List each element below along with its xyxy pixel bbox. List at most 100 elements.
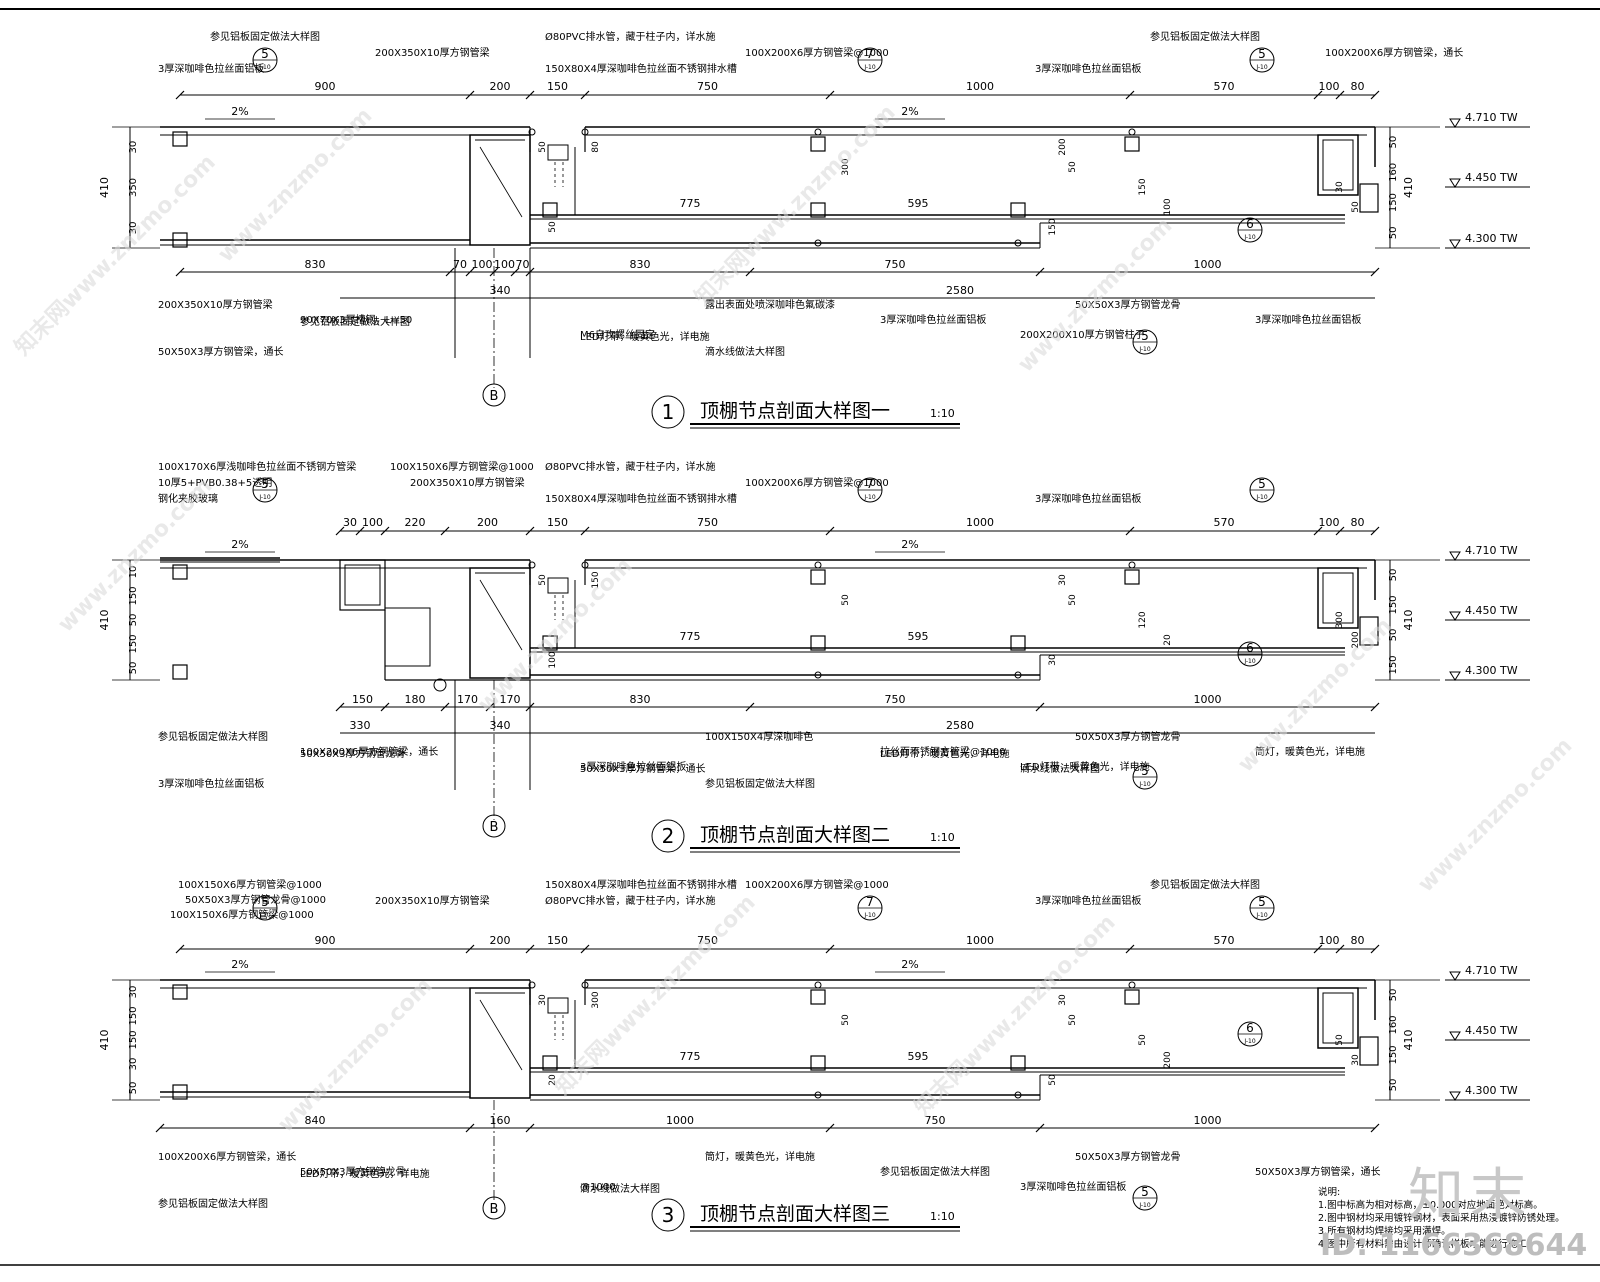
elevation-text: 4.450 TW — [1465, 171, 1518, 184]
dim-text: 900 — [315, 934, 336, 947]
callout-ref: J-10 — [1243, 658, 1256, 665]
detail-callout: 6J-10 — [1237, 217, 1263, 243]
dim-text: 30 — [1058, 994, 1068, 1006]
elevation-marker — [1449, 178, 1461, 188]
dim-tick — [1313, 90, 1323, 100]
dim-text: 30 — [1048, 654, 1058, 666]
dim-text: 160 — [490, 1114, 511, 1127]
callout-ref: J-10 — [863, 494, 876, 501]
dim-text: 410 — [98, 610, 111, 631]
annotation-label: 90X70X3厚槽钢，L=50 — [300, 313, 412, 326]
note-item: 1.图中标高为相对标高，±0.000对应地面绝对标高。 — [1318, 1200, 1543, 1211]
dim-tick — [440, 702, 450, 712]
section-scale: 1:10 — [930, 1210, 955, 1223]
dim-tick — [465, 90, 475, 100]
annotation-label: 100X150X6厚方钢管梁@1000 — [390, 460, 534, 473]
section-number: 2 — [662, 824, 675, 848]
bolt — [1014, 239, 1022, 247]
dim-text: 150 — [128, 1006, 139, 1025]
detail-callout: 5J-10 — [252, 477, 278, 503]
annotation-label: 露出表面处喷深咖啡色氟碳漆 — [705, 298, 835, 311]
dim-tick — [380, 526, 390, 536]
callout-number: 7 — [866, 47, 874, 61]
dim-tick — [745, 702, 755, 712]
site-watermark: www.znzmo.com — [1013, 213, 1177, 377]
dim-tick — [355, 526, 365, 536]
annotation-label: 3厚深咖啡色拉丝面铝板 — [1035, 492, 1141, 505]
tube-50x50 — [542, 202, 558, 218]
dim-text: 150 — [128, 1030, 139, 1049]
detail-callout: 5J-10 — [1132, 329, 1158, 355]
annotation-label: 50X50X3厚方钢管梁，通长 — [1255, 1165, 1381, 1178]
drip-detail — [1359, 616, 1379, 646]
annotation-label: 筒灯，暖黄色光，详电施 — [1255, 745, 1365, 758]
dim-tick — [510, 267, 520, 277]
dim-text: 150 — [591, 571, 601, 588]
callout-number: 5 — [1141, 764, 1149, 778]
general-notes: 说明: 1.图中标高为相对标高，±0.000对应地面绝对标高。 2.图中钢材均采… — [1318, 1186, 1598, 1251]
annotation-label: 150X80X4厚深咖啡色拉丝面不锈钢排水槽 — [545, 878, 737, 891]
dim-text: 340 — [490, 284, 511, 297]
dim-text: 50 — [1351, 201, 1361, 213]
annotation-label: LED灯带，暖黄色光，详电施 — [1020, 760, 1150, 773]
dim-text: 50 — [841, 1014, 851, 1026]
dim-text: 50 — [1048, 1074, 1058, 1086]
dim-tick — [1125, 90, 1135, 100]
note-item: 4.图中所有材料需由设计师确认样板才能进行施工。 — [1318, 1239, 1537, 1250]
tube-50x50 — [172, 664, 188, 680]
annotation-label: 参见铝板固定做法大样图 — [300, 315, 410, 328]
dim-text: 30 — [1335, 181, 1345, 193]
end-tube-inner — [1322, 139, 1354, 191]
dim-text: 180 — [405, 693, 426, 706]
tube-50x50 — [810, 989, 826, 1005]
dim-text: 220 — [405, 516, 426, 529]
grid-axis-bubble — [482, 814, 506, 838]
annotation-label: 100X200X6厚方钢管梁，通长 — [300, 745, 438, 758]
elevation-marker — [1449, 118, 1461, 128]
dim-text: 570 — [1214, 934, 1235, 947]
elevation-text: 4.710 TW — [1465, 544, 1518, 557]
annotation-label: 100X150X6厚方钢管梁@1000 — [170, 908, 314, 921]
annotation-label: 滴水线做法大样图 — [705, 345, 785, 358]
dim-tick — [175, 267, 185, 277]
annotation-label: M6自攻螺丝固定 — [580, 328, 655, 341]
bolt — [581, 561, 589, 569]
detail-callout: 5J-10 — [252, 895, 278, 921]
dim-text: 50 — [1388, 136, 1399, 149]
dim-text: 750 — [697, 934, 718, 947]
dim-text: 750 — [885, 258, 906, 271]
slope-text: 2% — [901, 958, 918, 971]
dim-text: 30 — [128, 1058, 139, 1071]
dim-tick — [335, 702, 345, 712]
dim-text: 1000 — [966, 80, 994, 93]
section-number-circle — [651, 395, 685, 429]
dim-tick — [825, 1123, 835, 1133]
detail-callout: 7J-10 — [857, 477, 883, 503]
steel-beam-200x350 — [469, 567, 531, 679]
dim-text: 30 — [128, 141, 139, 154]
callout-ref: J-10 — [258, 494, 271, 501]
annotation-label: 参见铝板固定做法大样图 — [1150, 30, 1260, 43]
callout-number: 5 — [261, 895, 269, 909]
callout-ref: J-10 — [863, 912, 876, 919]
callout-ref: J-10 — [258, 912, 271, 919]
annotation-label: LED灯带，暖黄色光，详电施 — [580, 330, 710, 343]
detail-callout: 5J-10 — [1249, 477, 1275, 503]
detail-callout: 5J-10 — [252, 47, 278, 73]
beam-diagonal — [479, 579, 523, 651]
annotation-label: Ø80PVC排水管，藏于柱子内，详水施 — [545, 460, 715, 473]
annotation-label: 50X50X3厚方钢管梁，通长 — [580, 762, 706, 775]
detail-callout: 7J-10 — [857, 895, 883, 921]
tube-50x50 — [172, 984, 188, 1000]
grid-axis-label: B — [490, 1202, 499, 1217]
tube-50x50 — [1124, 989, 1140, 1005]
annotation-label: 100X150X6厚方钢管梁@1000 — [178, 878, 322, 891]
dim-text: 750 — [697, 516, 718, 529]
dim-tick — [489, 267, 499, 277]
dim-tick — [1125, 526, 1135, 536]
site-watermark: www.znzmo.com — [1413, 733, 1577, 897]
annotation-label: 200X350X10厚方钢管梁 — [375, 46, 490, 59]
dim-text: 100 — [1163, 198, 1173, 215]
